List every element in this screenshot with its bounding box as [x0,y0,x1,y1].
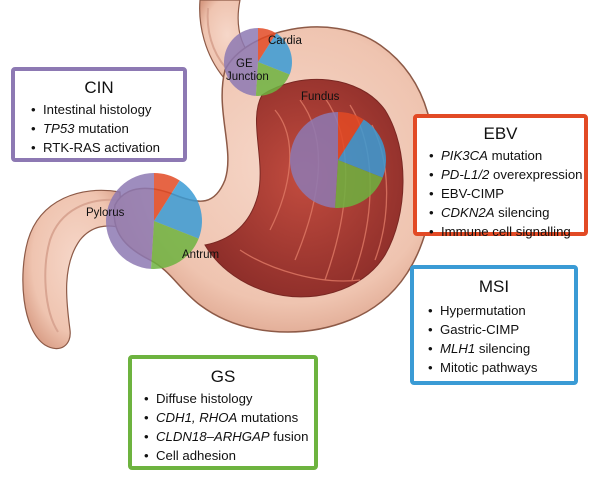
ebv-title: EBV [483,124,518,143]
duodenum [22,189,123,350]
msi-title: MSI [478,277,510,296]
list-item: •Diffuse histology [144,391,253,406]
pie-slice-gs [255,62,290,96]
list-item: •CLDN18–ARHGAP fusion [144,429,309,444]
list-item: •Gastric-CIMP [428,322,520,337]
pie-slice-ebv [154,173,180,221]
list-item: •Mitotic pathways [428,360,538,375]
list-item: •PIK3CA mutation [429,148,543,163]
label-ge-junction-1: GE [236,58,253,70]
msi-box: MSI •Hypermutation •Gastric-CIMP •MLH1 s… [410,265,578,385]
ebv-box: EBV •PIK3CA mutation •PD-L1/2 overexpres… [413,114,588,239]
cin-title: CIN [84,78,114,97]
list-item: •Cell adhesion [144,448,236,463]
pie-chart-cardia [224,28,292,96]
label-ge-junction-2: Junction [226,71,269,83]
list-item: •MLH1 silencing [428,341,531,356]
list-item: •CDKN2A silencing [429,205,550,220]
pie-slice-msi [258,33,292,75]
msi-list: •Hypermutation •Gastric-CIMP •MLH1 silen… [428,301,574,377]
pie-slice-msi [338,119,386,178]
label-fundus: Fundus [301,91,340,103]
list-item: •Intestinal histology [31,102,152,117]
pie-chart-pylorus [106,173,203,269]
gs-title: GS [210,367,236,386]
gs-list: •Diffuse histology •CDH1, RHOA mutations… [144,389,314,465]
pie-slice-ebv [258,28,277,62]
list-item: •RTK-RAS activation [31,140,161,155]
pie-slice-ebv [338,112,364,160]
label-pylorus: Pylorus [86,207,125,219]
label-cardia: Cardia [268,35,302,47]
pie-slice-cin [224,28,258,96]
list-item: •EBV-CIMP [429,186,505,201]
list-item: •Immune cell signalling [429,224,571,239]
ebv-list: •PIK3CA mutation •PD-L1/2 overexpression… [429,146,584,241]
pie-chart-fundus [289,112,386,209]
list-item: •TP53 mutation [31,121,129,136]
cin-list: •Intestinal histology •TP53 mutation •RT… [31,100,183,157]
pie-slice-cin [106,173,154,269]
label-antrum: Antrum [182,249,220,261]
pie-slice-msi [154,180,203,239]
cin-box: CIN •Intestinal histology •TP53 mutation… [11,67,187,162]
pie-slice-gs [150,221,199,269]
list-item: •PD-L1/2 overexpression [429,167,583,182]
list-item: •CDH1, RHOA mutations [144,410,299,425]
list-item: •Hypermutation [428,303,526,318]
pie-slice-cin [289,112,338,208]
gs-box: GS •Diffuse histology •CDH1, RHOA mutati… [128,355,318,470]
pie-slice-gs [334,160,383,209]
